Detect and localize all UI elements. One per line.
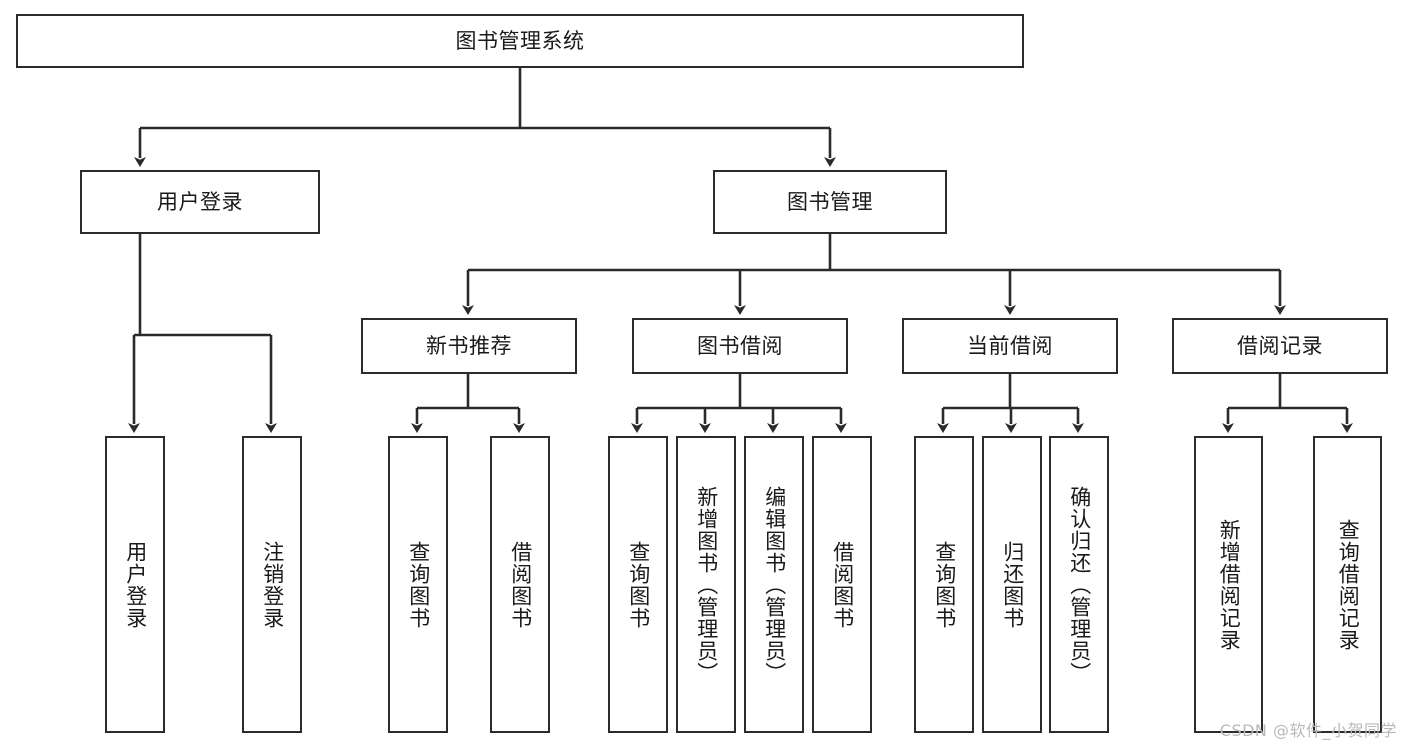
leaf-add-borrow-record[interactable]: 新增借阅记录 xyxy=(1194,436,1263,733)
node-label: 借阅记录 xyxy=(1237,333,1323,358)
leaf-borrow-book[interactable]: 借阅图书 xyxy=(812,436,872,733)
leaf-confirm-return-admin[interactable]: 确认归还（管理员） xyxy=(1049,436,1109,733)
node-label: 图书管理 xyxy=(787,189,873,214)
node-book-manage[interactable]: 图书管理 xyxy=(713,170,947,234)
node-label: 借阅图书 xyxy=(508,540,533,629)
node-borrow-record[interactable]: 借阅记录 xyxy=(1172,318,1388,374)
leaf-add-book-admin[interactable]: 新增图书（管理员） xyxy=(676,436,736,733)
node-label: 查询图书 xyxy=(626,540,651,629)
node-label: 图书管理系统 xyxy=(455,28,585,53)
csdn-watermark: CSDN @软件_小贺同学 xyxy=(1219,721,1397,740)
leaf-query-borrow-record[interactable]: 查询借阅记录 xyxy=(1313,436,1382,733)
node-label: 新书推荐 xyxy=(426,333,512,358)
node-label: 新增图书（管理员） xyxy=(694,485,719,684)
node-current-borrow[interactable]: 当前借阅 xyxy=(902,318,1118,374)
node-label: 图书借阅 xyxy=(697,333,783,358)
leaf-query-book-current[interactable]: 查询图书 xyxy=(914,436,974,733)
leaf-return-book[interactable]: 归还图书 xyxy=(982,436,1042,733)
leaf-query-book-borrow[interactable]: 查询图书 xyxy=(608,436,668,733)
node-new-book-recommendation[interactable]: 新书推荐 xyxy=(361,318,577,374)
node-label: 确认归还（管理员） xyxy=(1067,485,1092,684)
node-root-system[interactable]: 图书管理系统 xyxy=(16,14,1024,68)
leaf-logout[interactable]: 注销登录 xyxy=(242,436,302,733)
node-label: 查询借阅记录 xyxy=(1336,518,1361,651)
leaf-edit-book-admin[interactable]: 编辑图书（管理员） xyxy=(744,436,804,733)
leaf-query-book-new-rec[interactable]: 查询图书 xyxy=(388,436,448,733)
leaf-user-login[interactable]: 用户登录 xyxy=(105,436,165,733)
node-label: 借阅图书 xyxy=(830,540,855,629)
node-label: 编辑图书（管理员） xyxy=(762,485,787,684)
node-label: 归还图书 xyxy=(1000,540,1025,629)
node-label: 用户登录 xyxy=(123,540,148,629)
node-label: 查询图书 xyxy=(406,540,431,629)
node-user-login[interactable]: 用户登录 xyxy=(80,170,320,234)
node-label: 注销登录 xyxy=(260,540,285,629)
node-label: 用户登录 xyxy=(157,189,243,214)
node-label: 新增借阅记录 xyxy=(1217,518,1242,651)
node-label: 当前借阅 xyxy=(967,333,1053,358)
node-book-borrow[interactable]: 图书借阅 xyxy=(632,318,848,374)
leaf-borrow-book-new-rec[interactable]: 借阅图书 xyxy=(490,436,550,733)
node-label: 查询图书 xyxy=(932,540,957,629)
